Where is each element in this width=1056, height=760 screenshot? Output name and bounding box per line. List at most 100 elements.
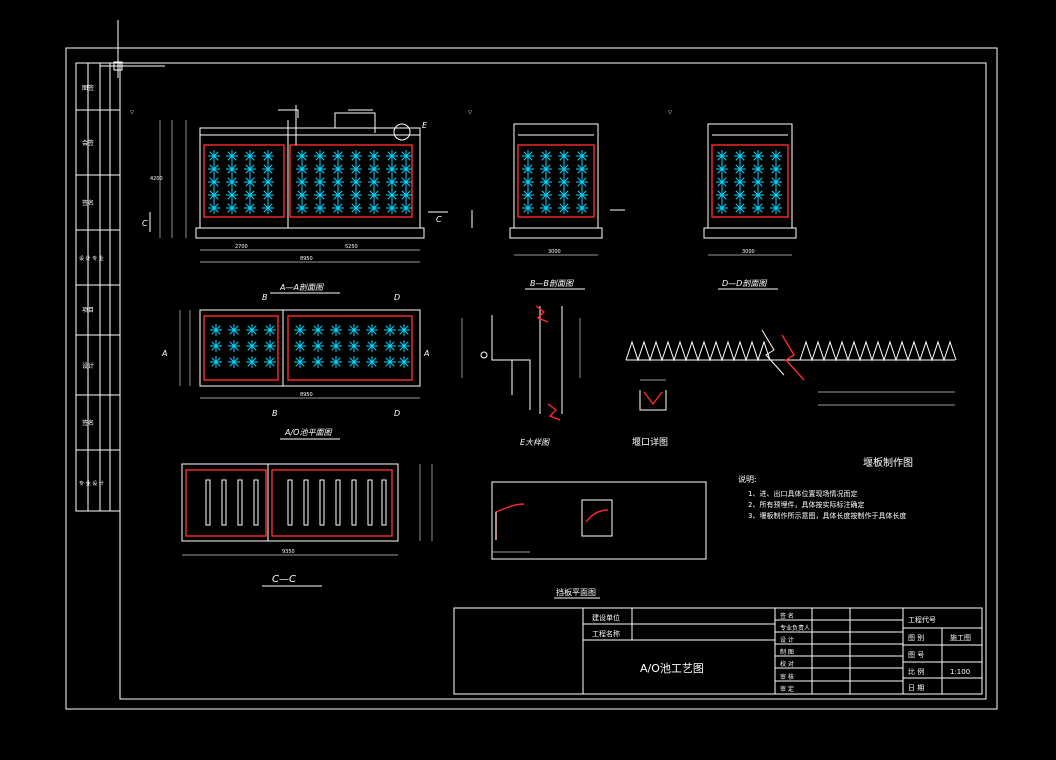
diffuser-symbol (522, 176, 534, 188)
scale-value: 1:100 (950, 668, 970, 676)
detail-e-view: E大样图 (461, 305, 581, 447)
plan-mark-b-top: B (262, 293, 268, 302)
diffuser-symbol (752, 163, 764, 175)
diffuser-symbol (312, 356, 324, 368)
diffuser-symbol (264, 340, 276, 352)
category-value: 施工图 (950, 633, 971, 642)
diffuser-symbol (208, 176, 220, 188)
diffuser-symbol (296, 163, 308, 175)
diffuser-symbol (716, 189, 728, 201)
plan-mark-d-top: D (394, 293, 400, 302)
category-label: 图 别 (908, 633, 924, 642)
weir-detail-title: 堰口详图 (632, 436, 668, 448)
role-1: 签 名 (780, 612, 794, 620)
side-label-4: 设 计 专 业 (79, 255, 104, 262)
diffuser-symbol (558, 202, 570, 214)
section-bb-view: 3000 B—B剖面图 ▽ (468, 110, 625, 290)
plan-mark-d-bottom: D (394, 409, 400, 418)
diffuser-symbol (576, 176, 588, 188)
diffuser-symbol (314, 202, 326, 214)
diffuser-symbol (400, 176, 412, 188)
diffuser-symbol (386, 189, 398, 201)
diffuser-symbol (294, 340, 306, 352)
note-2: 2、所有预埋件，具体按实际标注确定 (748, 500, 864, 509)
diffuser-symbol (210, 356, 222, 368)
diffuser-symbol (770, 176, 782, 188)
project-code-label: 工程代号 (908, 615, 936, 624)
aeration-rod (303, 479, 309, 526)
diffuser-symbol (296, 202, 308, 214)
diffuser-symbol (314, 150, 326, 162)
diffuser-symbol (314, 176, 326, 188)
detail-e-title: E大样图 (520, 438, 550, 447)
plan-dim-total: 8950 (300, 392, 313, 398)
diffuser-symbol (208, 189, 220, 201)
diffuser-symbol (386, 176, 398, 188)
diffuser-symbol (368, 202, 380, 214)
diffuser-symbol (368, 189, 380, 201)
title-block: 建设单位 工程名称 A/O池工艺图 签 名 专业负责人 设 计 制 图 校 对 … (453, 607, 983, 695)
diffuser-symbol (366, 340, 378, 352)
section-mark-c-right: C (436, 215, 442, 224)
section-bb-title: B—B剖面图 (530, 279, 574, 288)
role-5: 校 对 (780, 660, 794, 668)
role-4: 制 图 (780, 648, 794, 656)
diffuser-symbol (540, 163, 552, 175)
aa-dim-total: 8950 (300, 256, 313, 262)
diffuser-symbol (246, 356, 258, 368)
diffuser-symbol (734, 176, 746, 188)
diffuser-symbol (208, 163, 220, 175)
diffuser-symbol (228, 324, 240, 336)
diffuser-symbol (332, 150, 344, 162)
project-name-label: 工程名称 (592, 629, 620, 638)
diffuser-symbol (770, 202, 782, 214)
plan-ao-view: 8950 A A B D B D A/O池平面图 (161, 293, 429, 440)
side-label-3: 签名 (82, 199, 94, 207)
plan-mark-a-left: A (161, 349, 167, 358)
diffuser-symbol (208, 202, 220, 214)
diffuser-symbol (752, 150, 764, 162)
diffuser-symbol (398, 356, 410, 368)
aeration-rod (205, 479, 211, 526)
diffuser-symbol (386, 202, 398, 214)
diffuser-symbol (350, 150, 362, 162)
diffuser-symbol (540, 176, 552, 188)
section-aa-view: A—A剖面图 8950 2700 5250 4200 C C E ▽ (130, 105, 448, 294)
diffuser-symbol (262, 202, 274, 214)
notes-block: 说明: 1、进、出口具体位置现场情况而定 2、所有预埋件，具体按实际标注确定 3… (738, 474, 906, 520)
side-strip: 图签 会签 签名 设 计 专 业 项目 设计 签名 专 业 设 计 (75, 62, 121, 512)
diffuser-symbol (734, 163, 746, 175)
section-cc-title: C—C (272, 574, 296, 585)
weir-detail-view: 堰口详图 (632, 379, 668, 448)
diffuser-symbol (294, 324, 306, 336)
diffuser-symbol (522, 150, 534, 162)
aeration-rod (351, 479, 357, 526)
diffuser-symbol (716, 176, 728, 188)
diffuser-symbol (228, 340, 240, 352)
aeration-rod (335, 479, 341, 526)
diffuser-symbol (576, 150, 588, 162)
role-6: 审 核 (780, 673, 794, 681)
diffuser-symbol (558, 163, 570, 175)
diffuser-symbol (384, 356, 396, 368)
bb-dim-total: 3000 (548, 249, 561, 255)
aa-dim-height: 4200 (150, 176, 163, 182)
diffuser-symbol (332, 163, 344, 175)
diffuser-symbol (400, 150, 412, 162)
diffuser-symbol (330, 356, 342, 368)
date-label: 日 期 (908, 684, 924, 692)
diffuser-symbol (398, 324, 410, 336)
diffuser-symbol (296, 150, 308, 162)
diffuser-symbol (332, 176, 344, 188)
aeration-rod (381, 479, 387, 526)
diffuser-symbol (368, 163, 380, 175)
diffuser-symbol (752, 176, 764, 188)
role-7: 审 定 (780, 685, 794, 693)
note-3: 3、堰板制作所示意图，具体长度按制作于具体长度 (748, 511, 906, 520)
section-aa-title: A—A剖面图 (279, 283, 324, 292)
diffuser-symbol (576, 189, 588, 201)
diffuser-symbol (770, 150, 782, 162)
diffuser-symbol (716, 163, 728, 175)
diffuser-symbol (348, 324, 360, 336)
